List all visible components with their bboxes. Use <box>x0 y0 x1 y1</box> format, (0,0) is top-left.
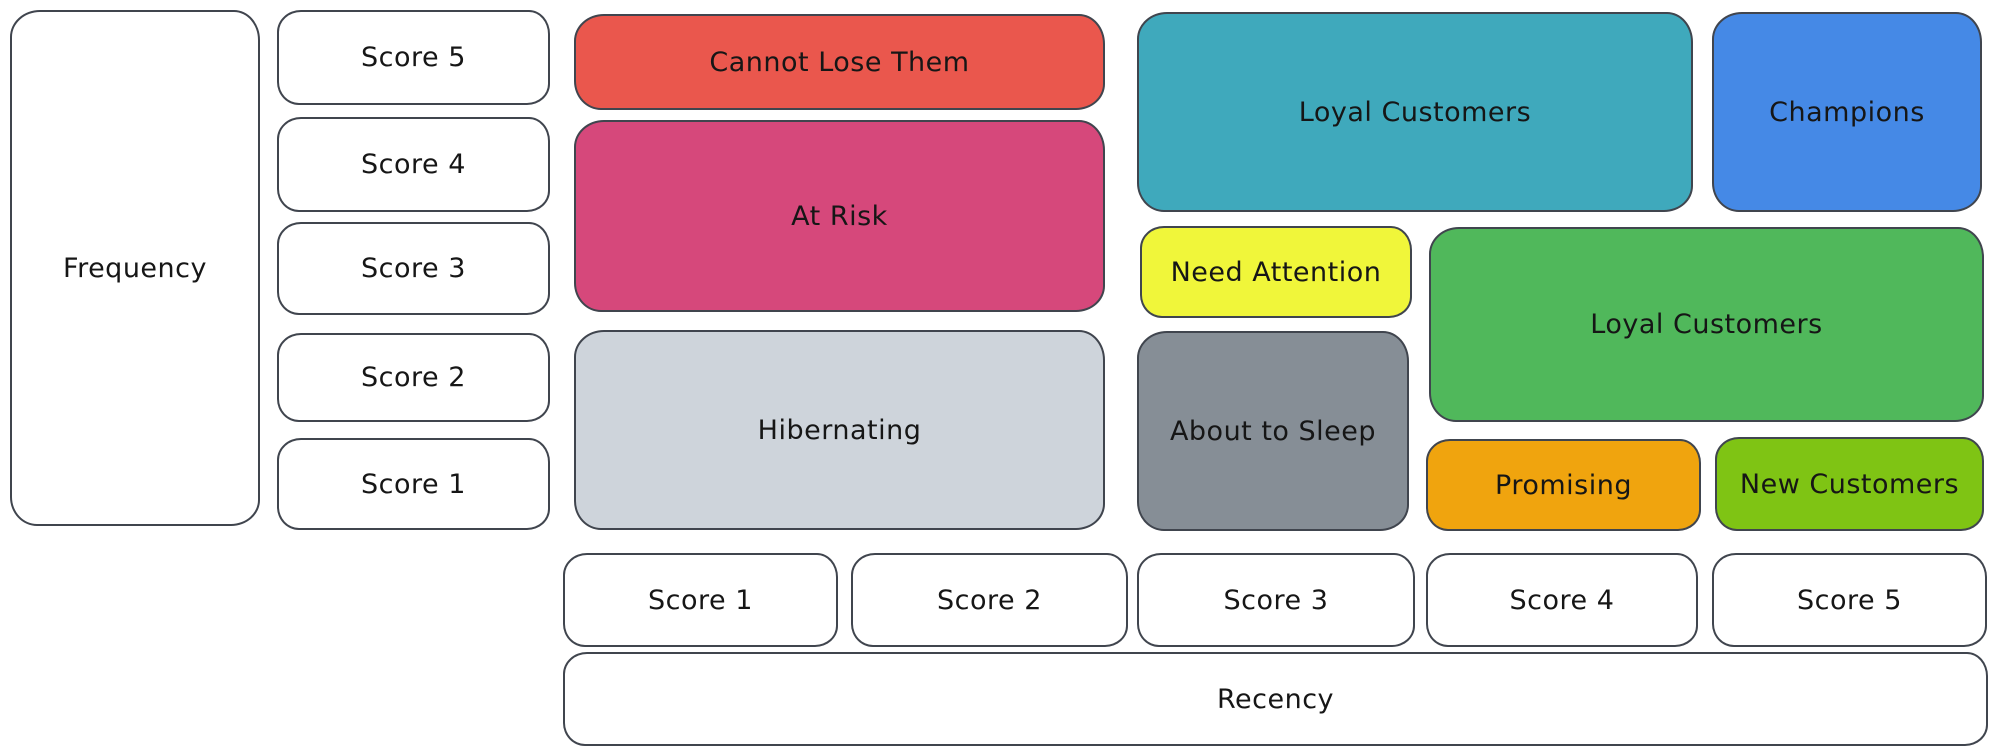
segment-new-customers: New Customers <box>1715 437 1984 531</box>
frequency-score-1: Score 1 <box>277 438 550 530</box>
segment-at-risk: At Risk <box>574 120 1105 312</box>
frequency-score-3: Score 3 <box>277 222 550 315</box>
recency-score-4: Score 4 <box>1426 553 1698 647</box>
segment-loyal-customers-teal: Loyal Customers <box>1137 12 1693 212</box>
segment-loyal-customers-green: Loyal Customers <box>1429 227 1984 422</box>
frequency-score-2: Score 2 <box>277 333 550 422</box>
recency-score-1: Score 1 <box>563 553 838 647</box>
frequency-score-5: Score 5 <box>277 10 550 105</box>
recency-axis-label: Recency <box>563 652 1988 746</box>
frequency-axis-label: Frequency <box>10 10 260 526</box>
segment-champions: Champions <box>1712 12 1982 212</box>
recency-score-5: Score 5 <box>1712 553 1987 647</box>
segment-need-attention: Need Attention <box>1140 226 1412 318</box>
segment-promising: Promising <box>1426 439 1701 531</box>
recency-score-2: Score 2 <box>851 553 1128 647</box>
frequency-score-4: Score 4 <box>277 117 550 212</box>
segment-about-to-sleep: About to Sleep <box>1137 331 1409 531</box>
segment-cannot-lose-them: Cannot Lose Them <box>574 14 1105 110</box>
recency-score-3: Score 3 <box>1137 553 1415 647</box>
segment-hibernating: Hibernating <box>574 330 1105 530</box>
